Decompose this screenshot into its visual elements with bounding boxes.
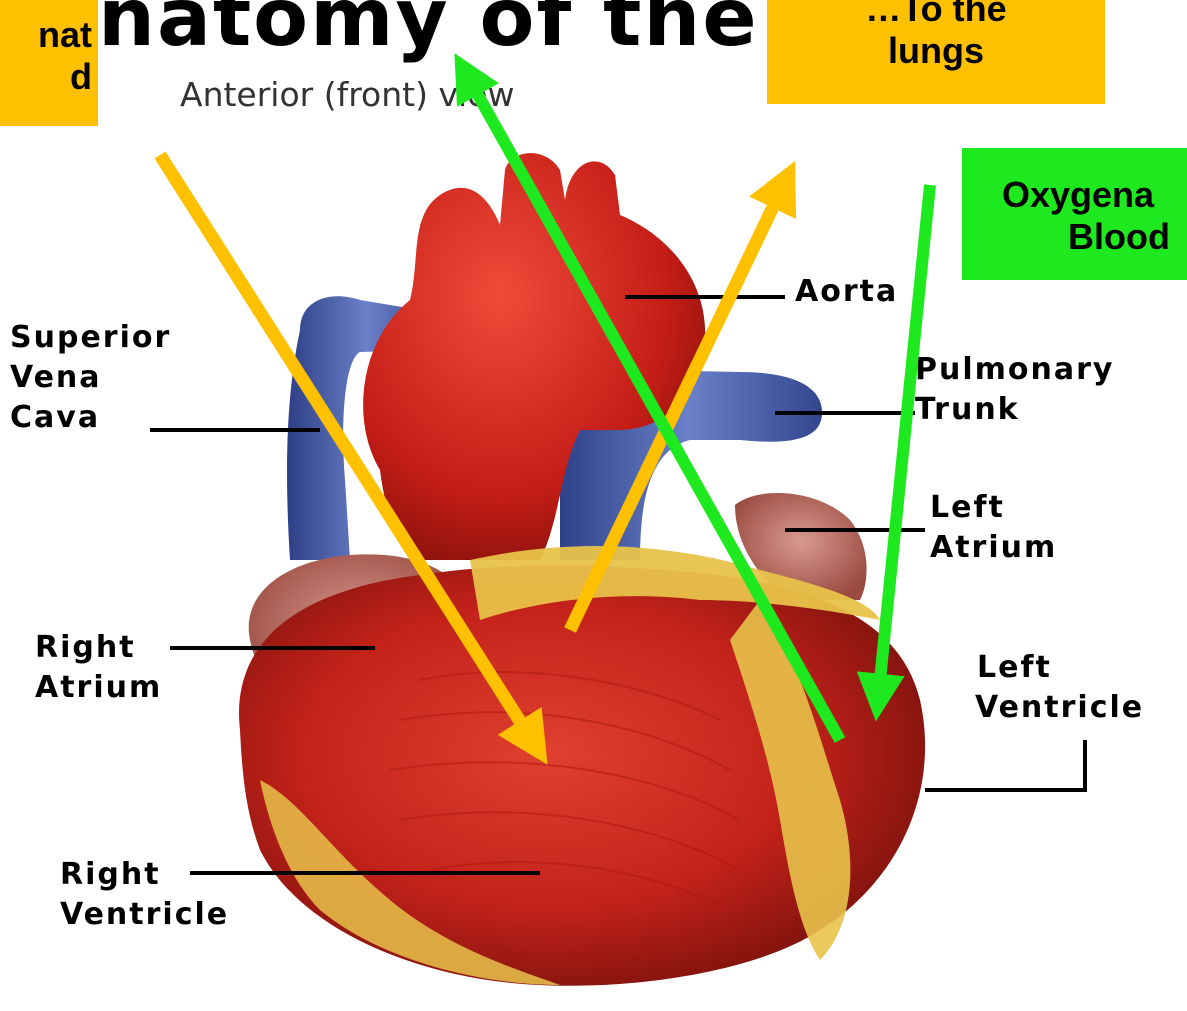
- arrow-deoxygenated-into-right-ventricle: [160, 155, 535, 745]
- arrow-to-lungs: [570, 182, 785, 630]
- arrow-green-up-to-title: [465, 72, 840, 740]
- arrow-oxygenated-into-left-ventricle: [878, 185, 930, 700]
